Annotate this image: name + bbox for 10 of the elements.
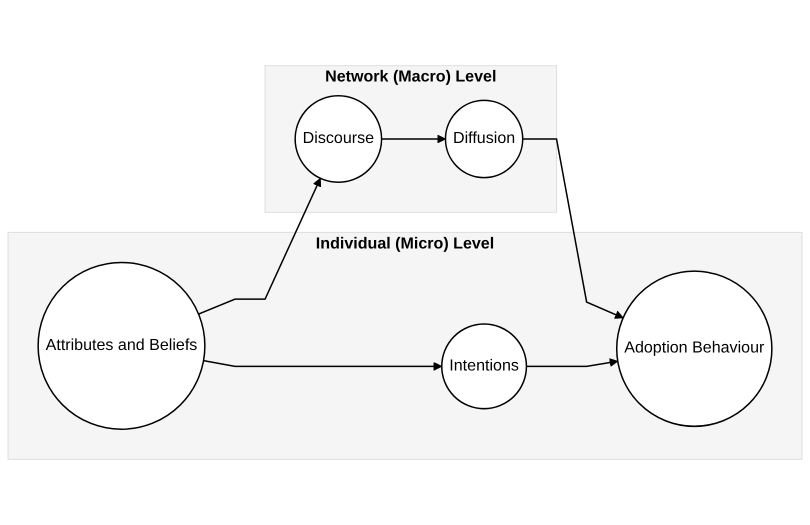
node-circle: Discourse [294,95,382,183]
node-circle: Adoption Behaviour [616,270,773,428]
arrow [203,360,442,371]
node-circle: Intentions [441,323,528,410]
arrow [198,178,322,315]
arrow [526,358,618,368]
arrow [522,138,624,319]
node-circle: Diffusion [444,100,524,178]
node-circle: Attributes and Beliefs [37,262,206,430]
arrow [382,134,446,144]
